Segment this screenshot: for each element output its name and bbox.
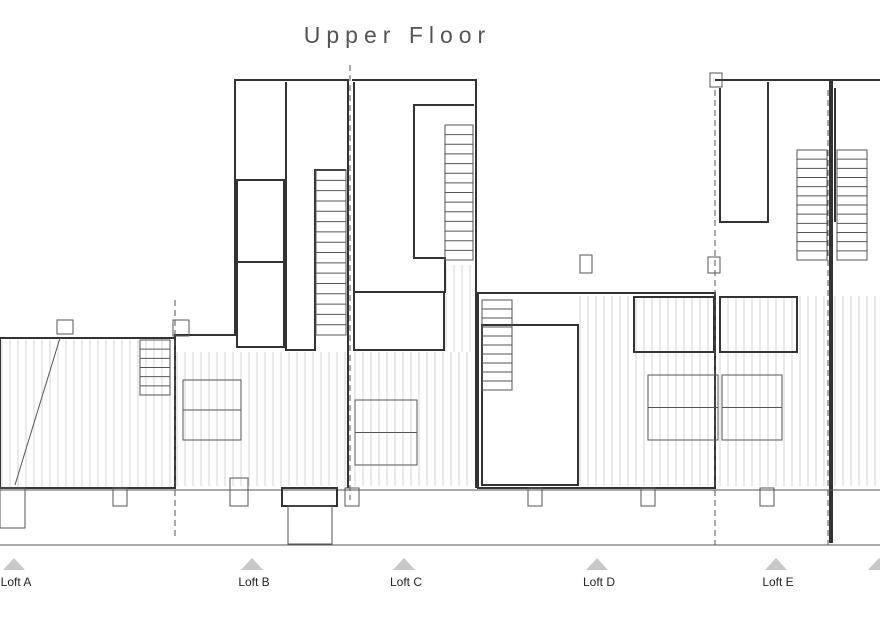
section-marker-icon (241, 558, 263, 570)
column (172, 319, 190, 337)
loft-d-stair (481, 299, 513, 391)
beds (182, 374, 783, 466)
section-marker-icon (868, 558, 880, 570)
loft-a-stair (139, 339, 171, 396)
loft-b-stair (315, 169, 347, 336)
drawing-title: Upper Floor (303, 22, 492, 48)
section-marker-icon (3, 558, 25, 570)
loft-b-upper-walls (174, 79, 349, 488)
skylight (579, 254, 593, 274)
party-wall (829, 81, 833, 543)
unit-label: Loft E (762, 575, 794, 589)
walls (0, 65, 880, 546)
planter (229, 477, 249, 507)
loft-e-core (719, 82, 769, 223)
unit-label: Loft A (0, 575, 32, 589)
section-marker-icon (586, 558, 608, 570)
closet (236, 179, 285, 263)
unit-label: Loft B (238, 575, 270, 589)
section-marker-icon (393, 558, 415, 570)
loft-d-floor-outline (477, 292, 716, 489)
loft-e-stair (796, 149, 868, 261)
unit-label: Loft D (582, 575, 616, 589)
loft-d-void (481, 324, 579, 486)
bathroom-c (353, 291, 445, 351)
section-marker-icon (765, 558, 787, 570)
bathroom-d (633, 296, 715, 353)
unit-label: Loft C (389, 575, 423, 589)
chimney (56, 319, 74, 335)
roof-slope-line (14, 337, 61, 486)
bench (281, 487, 338, 507)
loft-c-walls (352, 79, 477, 488)
loft-c-stair (444, 124, 474, 261)
column (709, 72, 723, 88)
bathroom-e (719, 296, 798, 353)
bathroom-b (236, 261, 285, 348)
column (707, 256, 721, 274)
floor-hatching (1, 265, 876, 488)
unit-markers (3, 558, 880, 570)
